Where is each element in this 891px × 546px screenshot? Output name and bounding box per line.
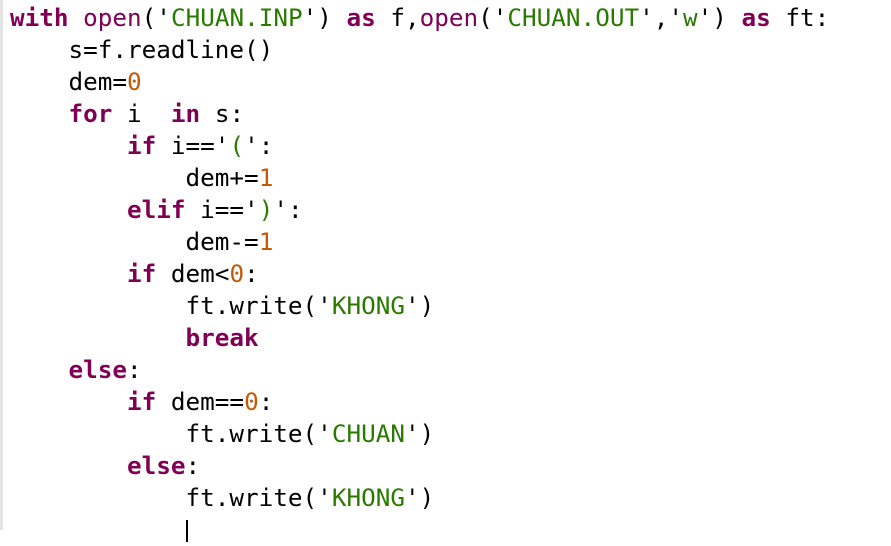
string-token: ) <box>258 195 274 224</box>
code-text: s: <box>200 99 245 128</box>
string-token: CHUAN <box>331 419 405 448</box>
string-token: KHONG <box>331 291 405 320</box>
code-text: i <box>112 99 171 128</box>
code-text: (' <box>141 3 171 32</box>
code-text: dem+= <box>10 163 259 192</box>
code-editor[interactable]: with open('CHUAN.INP') as f,open('CHUAN.… <box>10 2 891 542</box>
string-token: KHONG <box>331 483 405 512</box>
code-text <box>10 451 127 480</box>
text-cursor <box>185 520 188 542</box>
code-text: dem= <box>10 67 128 96</box>
keyword-token: break <box>185 323 259 352</box>
code-text: s=f.readline() <box>10 35 274 64</box>
code-text: : <box>127 355 142 384</box>
code-line[interactable]: break <box>10 322 891 354</box>
code-line[interactable]: ft.write('KHONG') <box>10 290 891 322</box>
number-token: 0 <box>229 259 245 288</box>
code-line[interactable]: dem=0 <box>10 66 891 98</box>
code-line[interactable]: ft.write('CHUAN') <box>10 418 891 450</box>
code-text: : <box>258 387 274 416</box>
code-text <box>10 323 186 352</box>
code-text <box>10 195 127 224</box>
keyword-token: elif <box>127 195 186 224</box>
code-text <box>10 355 69 384</box>
code-text: ': <box>244 131 274 160</box>
keyword-token: in <box>170 99 201 128</box>
code-line[interactable]: for i in s: <box>10 98 891 130</box>
code-line[interactable]: if i=='(': <box>10 130 891 162</box>
keyword-token: else <box>68 355 128 384</box>
code-line[interactable]: if dem==0: <box>10 386 891 418</box>
code-text: ') <box>404 483 435 512</box>
code-text: : <box>244 259 259 288</box>
code-text: ft: <box>770 3 830 32</box>
code-line[interactable]: dem-=1 <box>10 226 891 258</box>
code-line[interactable]: if dem<0: <box>10 258 891 290</box>
code-text: ',' <box>639 3 683 32</box>
code-text <box>69 3 84 32</box>
code-text: dem< <box>156 259 230 288</box>
code-text <box>10 99 69 128</box>
code-text: ') <box>404 419 435 448</box>
string-token: CHUAN.INP <box>170 3 303 32</box>
code-line[interactable]: elif i==')': <box>10 194 891 226</box>
code-text: ') <box>697 3 742 32</box>
string-token: ( <box>229 131 245 160</box>
code-text: i==' <box>156 131 230 160</box>
code-text: (' <box>478 3 508 32</box>
code-text: : <box>185 451 201 480</box>
keyword-token: if <box>127 387 157 416</box>
code-text: dem== <box>156 387 245 416</box>
keyword-token: as <box>741 3 771 32</box>
code-line[interactable] <box>10 514 891 546</box>
code-line[interactable]: s=f.readline() <box>10 34 891 66</box>
code-text: ') <box>404 291 435 320</box>
keyword-token: if <box>127 131 157 160</box>
code-text: ft.write(' <box>10 483 332 512</box>
code-text: f, <box>375 3 420 32</box>
code-line[interactable]: with open('CHUAN.INP') as f,open('CHUAN.… <box>10 2 891 34</box>
keyword-token: for <box>68 99 113 128</box>
code-text: dem-= <box>10 227 259 256</box>
code-text: ': <box>273 195 303 224</box>
code-text: i==' <box>185 195 259 224</box>
keyword-token: with <box>10 3 69 32</box>
keyword-token: else <box>127 451 186 480</box>
string-token: CHUAN.OUT <box>507 3 640 32</box>
keyword-token: if <box>127 259 157 288</box>
keyword-token: as <box>346 3 376 32</box>
code-text <box>10 259 127 288</box>
code-text: ft.write(' <box>10 419 332 448</box>
code-line[interactable]: else: <box>10 354 891 386</box>
code-text: ft.write(' <box>10 291 332 320</box>
number-token: 0 <box>127 67 142 96</box>
number-token: 1 <box>258 227 274 256</box>
code-line[interactable]: dem+=1 <box>10 162 891 194</box>
editor-gutter <box>0 0 3 530</box>
code-line[interactable]: ft.write('KHONG') <box>10 482 891 514</box>
number-token: 1 <box>258 163 274 192</box>
builtin-token: open <box>419 3 479 32</box>
code-line[interactable]: else: <box>10 450 891 482</box>
number-token: 0 <box>244 387 259 416</box>
builtin-token: open <box>83 3 142 32</box>
string-token: w <box>682 3 698 32</box>
code-text <box>10 131 127 160</box>
code-text <box>10 387 127 416</box>
code-text: ') <box>302 3 347 32</box>
